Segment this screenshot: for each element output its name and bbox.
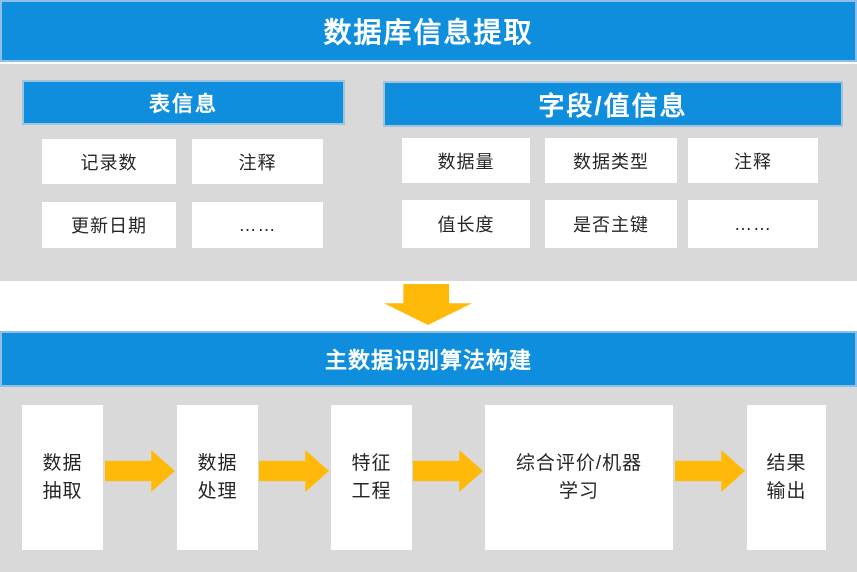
algorithm-title-banner: 主数据识别算法构建 [0,331,857,387]
table-info-cell-record-count: 记录数 [42,139,176,184]
extraction-panel: 表信息 字段/值信息 记录数 注释 更新日期 …… 数据量 数据类型 注释 值长… [0,64,857,281]
main-title-banner: 数据库信息提取 [0,0,857,62]
flow-step-data-processing: 数据 处理 [177,405,258,550]
table-info-cell-comment: 注释 [192,139,323,184]
field-value-info-header: 字段/值信息 [383,81,843,127]
field-info-cell-ellipsis: …… [688,200,818,248]
table-info-cell-ellipsis: …… [192,202,323,248]
algorithm-flow-panel: 数据 抽取 数据 处理 特征 工程 综合评价/机器 学习 结果 输出 [0,387,857,572]
right-arrow-icon [259,450,329,492]
right-arrow-icon [413,450,483,492]
right-arrow-icon [105,450,175,492]
down-arrow-icon [384,284,472,325]
flow-step-data-extraction: 数据 抽取 [22,405,103,550]
field-info-cell-data-volume: 数据量 [402,138,530,183]
field-info-cell-primary-key: 是否主键 [545,200,677,248]
field-info-cell-data-type: 数据类型 [545,138,677,183]
field-info-cell-value-length: 值长度 [402,200,530,248]
algorithm-title: 主数据识别算法构建 [324,348,532,373]
table-info-cell-update-date: 更新日期 [42,202,176,248]
main-title: 数据库信息提取 [323,17,534,48]
field-info-cell-comment: 注释 [688,138,818,183]
flow-step-feature-engineering: 特征 工程 [331,405,412,550]
right-arrow-icon [675,450,745,492]
flow-step-result-output: 结果 输出 [747,405,826,550]
table-info-header: 表信息 [22,80,345,125]
flow-step-evaluation-ml: 综合评价/机器 学习 [485,405,673,550]
